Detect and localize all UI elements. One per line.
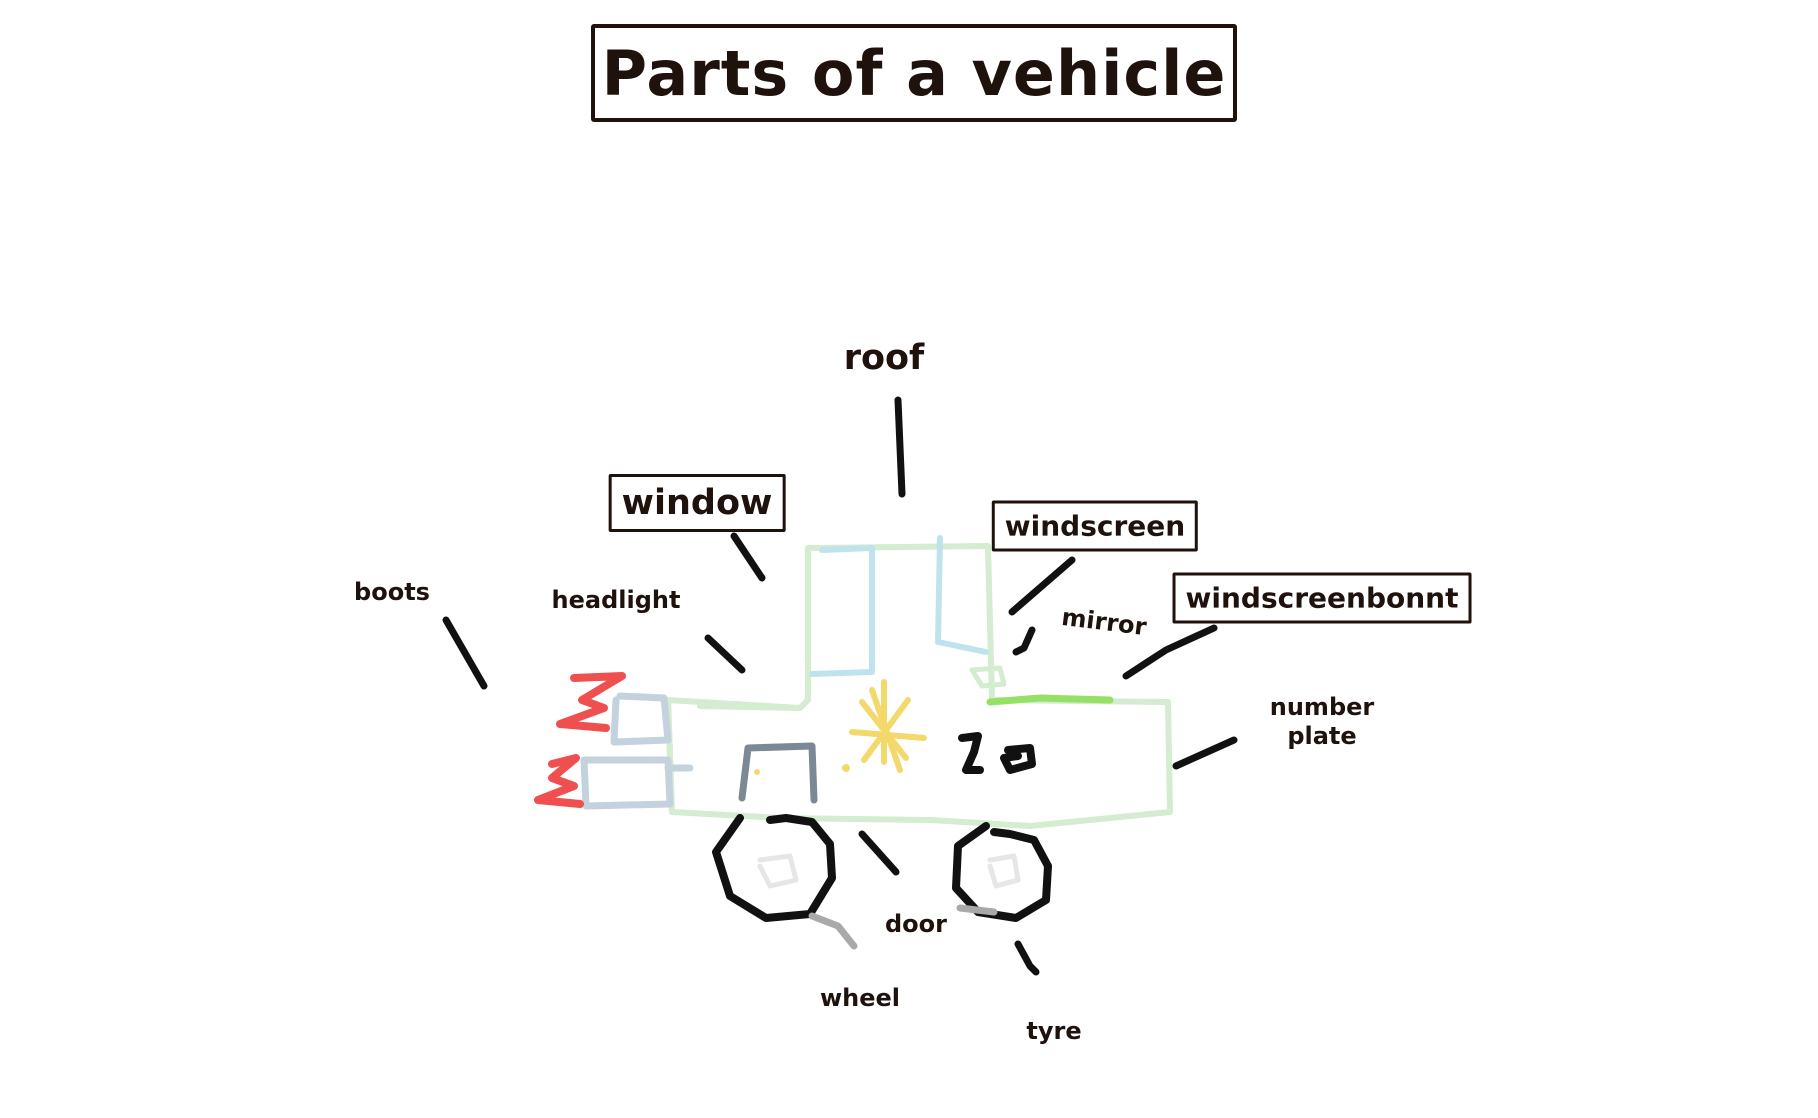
number-plate-squiggle <box>958 732 1036 774</box>
tyre-leader <box>1014 940 1040 976</box>
side-mirror-outline <box>969 665 1007 689</box>
front-wheel <box>952 822 1052 922</box>
label-roof: roof <box>843 338 925 378</box>
door-dot <box>754 769 760 775</box>
headlight-sparkle <box>849 679 927 773</box>
window-frames <box>809 535 989 677</box>
label-tyre: tyre <box>1026 1017 1082 1045</box>
roof-leader <box>894 396 906 498</box>
label-boots: boots <box>354 578 430 606</box>
title-box: Parts of a vehicle <box>591 24 1237 122</box>
label-number-plate-line1: number <box>1269 693 1375 722</box>
label-headlight: headlight <box>551 586 681 614</box>
bonnet-accent <box>986 694 1114 706</box>
rear-lights <box>580 692 694 810</box>
window-leader <box>730 532 766 582</box>
label-number-plate: number plate <box>1270 693 1374 751</box>
label-windscreenbonnt: windscreenbonnt <box>1172 572 1472 624</box>
windscreen-leader <box>1008 556 1076 616</box>
door-leader <box>858 830 900 876</box>
door-handle <box>738 742 818 804</box>
rear-wheel <box>712 814 858 950</box>
label-windscreen: windscreen <box>991 500 1199 552</box>
number-plate-leader <box>1172 736 1238 770</box>
leader-lines <box>442 396 1238 976</box>
label-number-plate-line2: plate <box>1287 722 1357 750</box>
headlight-leader <box>704 634 746 674</box>
windscreenbonnt-leader <box>1122 624 1218 680</box>
label-wheel: wheel <box>819 984 901 1012</box>
boots-leader <box>442 616 488 690</box>
label-window: window <box>608 474 786 532</box>
headlight-dot <box>842 764 850 772</box>
page-title: Parts of a vehicle <box>601 36 1227 110</box>
exhaust-flames <box>534 672 626 808</box>
label-door: door <box>885 910 947 938</box>
mirror-leader <box>1012 626 1036 656</box>
